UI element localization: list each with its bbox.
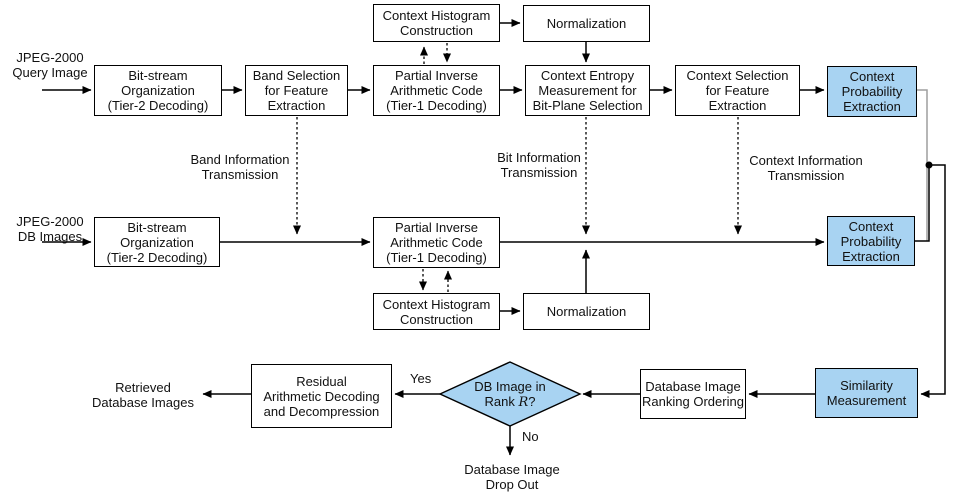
- label-query-input: JPEG-2000 Query Image: [12, 50, 88, 80]
- box-context-entropy: Context Entropy Measurement for Bit-Plan…: [525, 65, 650, 116]
- box-context-probability-db: Context Probability Extraction: [827, 216, 915, 266]
- box-partial-inverse-db: Partial Inverse Arithmetic Code (Tier-1 …: [373, 217, 500, 268]
- box-normalization-bottom: Normalization: [523, 293, 650, 330]
- label-db-input: JPEG-2000 DB Images: [16, 214, 84, 244]
- box-context-selection: Context Selection for Feature Extraction: [675, 65, 800, 116]
- box-context-probability-query: Context Probability Extraction: [827, 66, 917, 117]
- decision-line2-pre: Rank: [484, 394, 519, 409]
- box-context-histogram-bottom: Context Histogram Construction: [373, 293, 500, 330]
- label-retrieved-images: Retrieved Database Images: [92, 380, 194, 410]
- label-no: No: [522, 429, 539, 444]
- box-band-selection: Band Selection for Feature Extraction: [245, 65, 348, 116]
- box-normalization-top: Normalization: [523, 5, 650, 42]
- decision-diamond-shape: [438, 361, 582, 427]
- label-bit-information: Bit Information Transmission: [497, 150, 581, 180]
- decision-label: DB Image in Rank R?: [452, 379, 568, 410]
- decision-line2-post: ?: [528, 394, 536, 409]
- box-bitstream-organization-query: Bit-stream Organization (Tier-2 Decoding…: [94, 65, 222, 116]
- wire-merge-to-similarity: [920, 164, 946, 398]
- box-context-histogram-top: Context Histogram Construction: [373, 4, 500, 42]
- dashed-arrows: [293, 43, 742, 292]
- label-context-information: Context Information Transmission: [749, 153, 863, 183]
- label-yes: Yes: [410, 371, 432, 386]
- label-drop-out: Database Image Drop Out: [464, 462, 560, 492]
- label-band-information: Band Information Transmission: [190, 152, 290, 182]
- box-similarity-measurement: Similarity Measurement: [815, 368, 918, 418]
- box-residual-decoding: Residual Arithmetic Decoding and Decompr…: [251, 364, 392, 428]
- box-bitstream-organization-db: Bit-stream Organization (Tier-2 Decoding…: [94, 217, 220, 267]
- decision-line1: DB Image in: [474, 379, 546, 394]
- junction-dot: [925, 161, 933, 169]
- box-partial-inverse-query: Partial Inverse Arithmetic Code (Tier-1 …: [373, 65, 500, 116]
- wire-probdb-output: [915, 165, 930, 242]
- solid-arrows: [42, 19, 825, 456]
- wire-probq-output: [917, 89, 928, 241]
- decision-rank-variable: R: [518, 395, 529, 410]
- box-database-ranking: Database Image Ranking Ordering: [640, 369, 746, 419]
